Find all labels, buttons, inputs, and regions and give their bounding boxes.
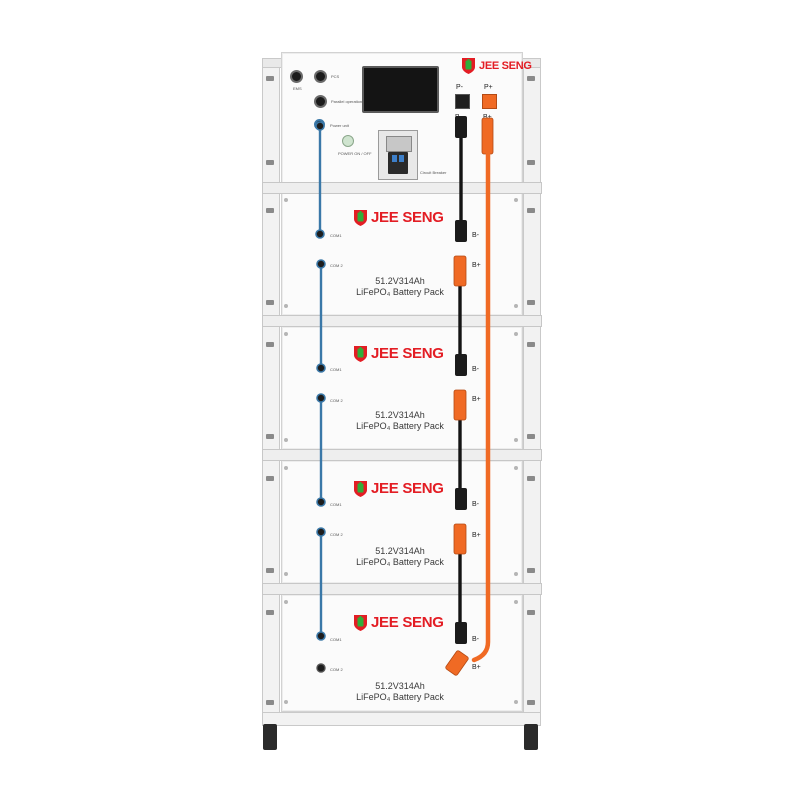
module-brand-text: JEE SENG: [371, 209, 444, 226]
module-shelf: [262, 449, 542, 461]
com1-label: COM1: [330, 502, 342, 507]
jee-seng-shield-icon: [354, 614, 367, 631]
module-shelf: [262, 583, 542, 595]
module-spec: 51.2V314Ah LiFePO₄ Battery Pack: [340, 546, 460, 568]
module-chemistry: LiFePO₄ Battery Pack: [356, 421, 444, 431]
p-plus-label: P+: [484, 84, 493, 91]
jee-seng-shield-icon: [354, 345, 367, 362]
ems-label: EMS: [293, 86, 302, 91]
module-spec: 51.2V314Ah LiFePO₄ Battery Pack: [340, 276, 460, 298]
jee-seng-shield-icon: [462, 58, 475, 74]
jee-seng-shield-icon: [354, 480, 367, 497]
pcs-port[interactable]: [314, 70, 327, 83]
module-chemistry: LiFePO₄ Battery Pack: [356, 287, 444, 297]
module-spec: 51.2V314Ah LiFePO₄ Battery Pack: [340, 410, 460, 432]
breaker-indicator-2: [399, 155, 404, 162]
rack-foot-left: [263, 724, 277, 750]
display-screen[interactable]: [362, 66, 439, 113]
b-plus-label: B+: [472, 532, 481, 539]
controller-b-plus-label: B+: [483, 114, 492, 121]
module-logo: JEE SENG: [354, 480, 444, 497]
module-logo: JEE SENG: [354, 345, 444, 362]
controller-brand-text: JEE SENG: [479, 60, 532, 72]
module-chemistry: LiFePO₄ Battery Pack: [356, 692, 444, 702]
power-button[interactable]: [342, 135, 354, 147]
com1-label: COM1: [330, 637, 342, 642]
p-minus-terminal[interactable]: [455, 94, 470, 109]
circuit-breaker-label: Circuit Breaker: [420, 170, 447, 175]
module-voltage-capacity: 51.2V314Ah: [375, 410, 425, 420]
module-brand-text: JEE SENG: [371, 614, 444, 631]
module-voltage-capacity: 51.2V314Ah: [375, 681, 425, 691]
rack-right-rail: [523, 66, 541, 716]
controller-b-minus-label: B-: [455, 114, 462, 121]
b-minus-label: B-: [472, 636, 479, 643]
b-plus-label: B+: [472, 396, 481, 403]
com2-label: COM 2: [330, 398, 343, 403]
rack-left-rail: [262, 66, 280, 716]
com2-label: COM 2: [330, 532, 343, 537]
com2-label: COM 2: [330, 667, 343, 672]
parallel-port[interactable]: [314, 95, 327, 108]
jee-seng-shield-icon: [354, 209, 367, 226]
p-minus-label: P-: [456, 84, 463, 91]
b-minus-label: B-: [472, 232, 479, 239]
p-plus-terminal[interactable]: [482, 94, 497, 109]
parallel-label: Parallel operation: [331, 99, 363, 104]
circuit-breaker[interactable]: [378, 130, 418, 180]
b-minus-label: B-: [472, 501, 479, 508]
module-shelf: [262, 315, 542, 327]
module-voltage-capacity: 51.2V314Ah: [375, 276, 425, 286]
module-chemistry: LiFePO₄ Battery Pack: [356, 557, 444, 567]
module-logo: JEE SENG: [354, 614, 444, 631]
breaker-window: [386, 136, 412, 152]
rack-base: [262, 712, 541, 726]
module-brand-text: JEE SENG: [371, 480, 444, 497]
ems-port[interactable]: [290, 70, 303, 83]
module-brand-text: JEE SENG: [371, 345, 444, 362]
controller-logo: JEE SENG: [462, 58, 532, 74]
rack-foot-right: [524, 724, 538, 750]
module-spec: 51.2V314Ah LiFePO₄ Battery Pack: [340, 681, 460, 703]
b-minus-label: B-: [472, 366, 479, 373]
com2-label: COM 2: [330, 263, 343, 268]
breaker-switch[interactable]: [388, 152, 408, 174]
module-voltage-capacity: 51.2V314Ah: [375, 546, 425, 556]
module-shelf: [262, 182, 542, 194]
pcs-label: PCS: [331, 74, 340, 79]
power-on-label: POWER ON / OFF: [338, 151, 372, 156]
b-plus-label: B+: [472, 664, 481, 671]
com1-label: COM1: [330, 233, 342, 238]
power-unit-port[interactable]: [314, 119, 325, 130]
module-logo: JEE SENG: [354, 209, 444, 226]
com1-label: COM1: [330, 367, 342, 372]
power-unit-label: Power unit: [330, 123, 349, 128]
breaker-indicator: [392, 155, 397, 162]
b-plus-label: B+: [472, 262, 481, 269]
